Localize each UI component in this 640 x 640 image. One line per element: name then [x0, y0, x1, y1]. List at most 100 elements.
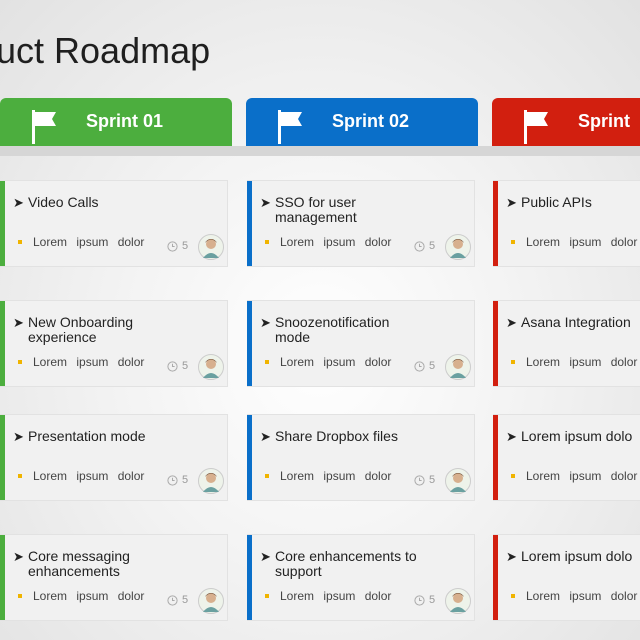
flag-icon [278, 110, 302, 144]
card-text: Lorem ipsum dolor [280, 469, 392, 483]
flag-icon [524, 110, 548, 144]
avatar[interactable] [198, 468, 224, 494]
sprint-label: Sprint [578, 111, 630, 131]
chevron-right-icon: ➤ [13, 429, 24, 444]
avatar[interactable] [198, 354, 224, 380]
sprint-header-3[interactable]: Sprint [492, 98, 640, 146]
card-accent-bar [493, 415, 498, 500]
clock-icon [414, 241, 425, 252]
card-text: Lorem ipsum dolor [33, 589, 145, 603]
card-text: Lorem ipsum dolor [33, 355, 145, 369]
card-title: SSO for user management [275, 194, 357, 225]
chevron-right-icon: ➤ [13, 549, 24, 564]
avatar[interactable] [198, 234, 224, 260]
clock-icon [167, 475, 178, 486]
card-accent-bar [493, 535, 498, 620]
avatar[interactable] [445, 468, 471, 494]
chevron-right-icon: ➤ [260, 429, 271, 444]
card-text: Lorem ipsum dolor [526, 235, 638, 249]
bullet-icon [511, 474, 515, 478]
bullet-icon [265, 240, 269, 244]
estimate-value: 5 [429, 474, 436, 486]
sprint-header-1[interactable]: Sprint 01 [0, 98, 232, 146]
header-divider-band [0, 146, 640, 156]
card-text: Lorem ipsum dolor [280, 589, 392, 603]
card-title: Presentation mode [28, 428, 146, 444]
bullet-icon [511, 594, 515, 598]
bullet-icon [511, 240, 515, 244]
task-card[interactable]: ➤ Lorem ipsum dolo Lorem ipsum dolor [493, 534, 640, 621]
bullet-icon [511, 360, 515, 364]
card-text: Lorem ipsum dolor [33, 469, 145, 483]
card-title: Share Dropbox files [275, 428, 398, 444]
bullet-icon [265, 474, 269, 478]
card-title: Lorem ipsum dolo [521, 429, 633, 444]
task-card[interactable]: ➤ Public APIs Lorem ipsum dolor [493, 180, 640, 267]
card-accent-bar [247, 535, 252, 620]
bullet-icon [18, 474, 22, 478]
estimate-value: 5 [429, 360, 436, 372]
estimate-value: 5 [182, 474, 189, 486]
card-accent-bar [0, 181, 5, 266]
bullet-icon [265, 360, 269, 364]
card-text: Lorem ipsum dolor [280, 235, 392, 249]
task-card[interactable]: ➤ Core enhancements to support Lorem ips… [247, 534, 475, 621]
card-title: Asana Integration [521, 315, 631, 330]
clock-icon [414, 475, 425, 486]
estimate-value: 5 [182, 594, 189, 606]
card-title: New Onboarding experience [28, 314, 134, 345]
chevron-right-icon: ➤ [260, 549, 271, 564]
avatar[interactable] [445, 354, 471, 380]
clock-icon [167, 241, 178, 252]
task-card[interactable]: ➤ Lorem ipsum dolo Lorem ipsum dolor [493, 414, 640, 501]
avatar[interactable] [198, 588, 224, 614]
card-accent-bar [493, 301, 498, 386]
task-card[interactable]: ➤ Presentation mode Lorem ipsum dolor 5 [0, 414, 228, 501]
chevron-right-icon: ➤ [506, 549, 517, 564]
card-accent-bar [0, 301, 5, 386]
task-card[interactable]: ➤ New Onboarding experience Lorem ipsum … [0, 300, 228, 387]
card-title: Public APIs [521, 195, 592, 210]
card-accent-bar [247, 301, 252, 386]
estimate-value: 5 [429, 594, 436, 606]
bullet-icon [18, 240, 22, 244]
sprint-label: Sprint 01 [86, 111, 164, 131]
clock-icon [167, 595, 178, 606]
task-card[interactable]: ➤ Share Dropbox files Lorem ipsum dolor … [247, 414, 475, 501]
chevron-right-icon: ➤ [260, 315, 271, 330]
estimate-value: 5 [429, 240, 436, 252]
estimate-value: 5 [182, 240, 189, 252]
card-text: Lorem ipsum dolor [526, 469, 638, 483]
card-accent-bar [0, 535, 5, 620]
bullet-icon [18, 360, 22, 364]
chevron-right-icon: ➤ [506, 429, 517, 444]
bullet-icon [265, 594, 269, 598]
chevron-right-icon: ➤ [506, 195, 517, 210]
chevron-right-icon: ➤ [506, 315, 517, 330]
task-card[interactable]: ➤ Snoozenotification mode Lorem ipsum do… [247, 300, 475, 387]
card-accent-bar [247, 181, 252, 266]
card-title: Core messaging enhancements [28, 548, 130, 579]
card-text: Lorem ipsum dolor [526, 589, 638, 603]
card-text: Lorem ipsum dolor [33, 235, 145, 249]
chevron-right-icon: ➤ [13, 195, 24, 210]
task-card[interactable]: ➤ SSO for user management Lorem ipsum do… [247, 180, 475, 267]
card-accent-bar [493, 181, 498, 266]
task-card[interactable]: ➤ Asana Integration Lorem ipsum dolor [493, 300, 640, 387]
avatar[interactable] [445, 234, 471, 260]
task-card[interactable]: ➤ Video Calls Lorem ipsum dolor 5 [0, 180, 228, 267]
clock-icon [414, 595, 425, 606]
card-text: Lorem ipsum dolor [280, 355, 392, 369]
sprint-header-2[interactable]: Sprint 02 [246, 98, 478, 146]
card-accent-bar [0, 415, 5, 500]
card-text: Lorem ipsum dolor [526, 355, 638, 369]
avatar[interactable] [445, 588, 471, 614]
card-title: Lorem ipsum dolo [521, 549, 633, 564]
task-card[interactable]: ➤ Core messaging enhancements Lorem ipsu… [0, 534, 228, 621]
card-accent-bar [247, 415, 252, 500]
clock-icon [414, 361, 425, 372]
bullet-icon [18, 594, 22, 598]
card-title: Snoozenotification mode [275, 314, 390, 345]
estimate-value: 5 [182, 360, 189, 372]
page-title: uct Roadmap [0, 30, 211, 71]
